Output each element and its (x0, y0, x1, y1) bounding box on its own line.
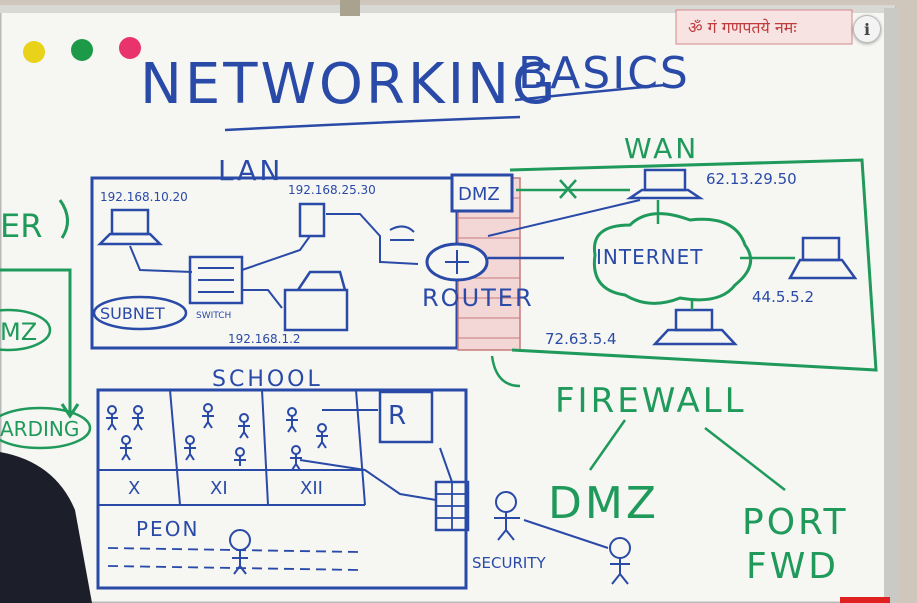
board-hanger (340, 0, 360, 16)
yellow-magnet (23, 41, 45, 63)
info-button[interactable]: i (853, 15, 881, 43)
lan-connections (129, 235, 311, 309)
security-figure-body (494, 512, 520, 541)
subnet-ellipse (92, 295, 188, 331)
firewall-fwd: FWD (746, 546, 839, 587)
peon-label: PEON (136, 517, 199, 541)
visitor-figure-body (610, 558, 630, 585)
wan-laptop-right-base (787, 258, 858, 280)
school-router-r: R (388, 401, 406, 431)
dmz-box (450, 173, 514, 213)
printer-icon (283, 288, 349, 332)
internet-label: INTERNET (596, 245, 703, 269)
switch-icon (188, 255, 244, 305)
router-arrows (445, 250, 469, 274)
left-partial-er: ER (0, 207, 42, 245)
school-title: SCHOOL (212, 367, 323, 392)
wan-ip-bottom: 72.63.5.4 (545, 330, 617, 348)
title-underline (224, 115, 521, 132)
wan-ip-right: 44.5.5.2 (752, 288, 814, 306)
presenter-shoulder (0, 452, 92, 603)
dmz-box-label: DMZ (458, 184, 500, 205)
switch-label: SWITCH (196, 311, 231, 321)
school-router-box (378, 390, 434, 444)
hindi-sticker (675, 9, 853, 45)
internet-cloud (592, 212, 753, 305)
firewall-curve-arrow (490, 355, 521, 388)
pink-magnet (119, 37, 141, 59)
firewall-port: PORT (742, 502, 848, 543)
left-partial-arding: ARDING (0, 417, 79, 441)
printer-top (296, 270, 347, 291)
firewall-to-port-arrow (704, 427, 786, 491)
router-to-top-laptop (487, 199, 641, 237)
school-room-2: XI (210, 478, 228, 499)
server-rack-lines (436, 482, 468, 530)
firewall-to-dmz-arrow (588, 419, 627, 471)
school-room-1: X (128, 478, 140, 499)
title-networking: NETWORKING (140, 52, 558, 117)
green-magnet (71, 39, 93, 61)
school-room-3: XII (300, 478, 323, 499)
peon-figure-body (232, 550, 248, 575)
title-underline-basics (514, 83, 666, 102)
left-partial-ellipse (0, 308, 52, 352)
school-network-lines (299, 447, 453, 501)
firewall-title: FIREWALL (555, 381, 747, 421)
lan-ip-pc: 192.168.10.20 (100, 190, 188, 204)
tablet-icon (298, 202, 326, 238)
board-frame-top (0, 5, 895, 13)
hindi-text: ॐ गं गणपतये नमः (688, 18, 797, 37)
visitor-to-security-arrow (523, 519, 609, 549)
laptop-base (96, 232, 164, 246)
wan-laptop-top-base (625, 188, 705, 200)
left-partial-arrow (60, 403, 80, 419)
wan-laptop-bottom-base (652, 328, 738, 346)
blocked-cross (559, 179, 577, 199)
security-label: SECURITY (472, 554, 546, 572)
lan-title: LAN (218, 154, 283, 187)
left-partial-ellipse-2 (0, 406, 92, 450)
whiteboard-surface (0, 6, 897, 603)
wan-title: WAN (624, 132, 699, 165)
lan-ip-printer: 192.168.1.2 (228, 332, 301, 346)
left-partial-bracket (58, 199, 69, 239)
school-col-line-2 (261, 389, 269, 506)
switch-arrows (198, 267, 234, 293)
board-frame-right (884, 8, 898, 603)
student-figures (106, 403, 328, 471)
red-progress-strip (840, 597, 890, 603)
router-label: ROUTER (422, 284, 534, 312)
wifi-symbol (389, 225, 415, 241)
subnet-label: SUBNET (100, 304, 165, 323)
school-col-line-1 (169, 389, 181, 506)
lan-ip-phone: 192.168.25.30 (288, 183, 376, 197)
peon-corridor-dashes (107, 547, 361, 571)
left-partial-line (0, 268, 72, 412)
lan-to-router-line (326, 213, 419, 265)
wan-box (509, 158, 878, 372)
left-partial-mz: MZ (0, 318, 37, 346)
school-box (96, 388, 468, 590)
wan-ip-top: 62.13.29.50 (706, 170, 797, 188)
firewall-dmz: DMZ (548, 478, 659, 529)
